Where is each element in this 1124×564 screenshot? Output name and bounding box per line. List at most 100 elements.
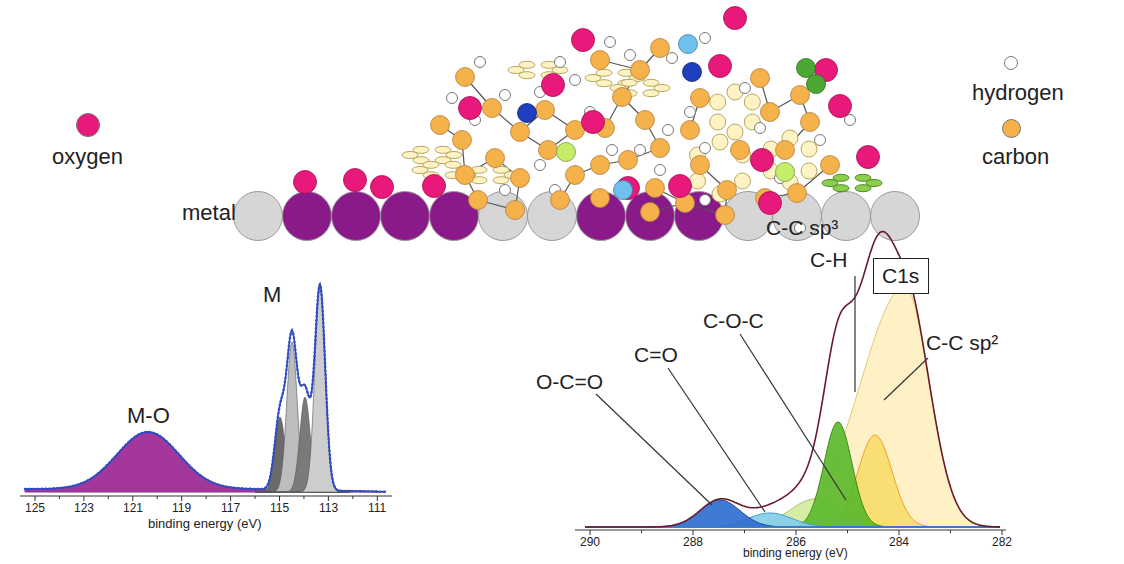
- oxygen-atom: [751, 149, 774, 172]
- hydrogen-atom: [535, 160, 546, 171]
- peak-label: C-C sp³: [766, 216, 838, 240]
- axis-title: binding energy (eV): [148, 517, 261, 532]
- atom: [614, 181, 633, 200]
- hydrogen-atom: [700, 33, 711, 44]
- peak-label: M-O: [127, 403, 170, 428]
- metal-atom: [234, 192, 283, 241]
- component-peak: [585, 435, 1000, 527]
- ring-atom: [643, 79, 659, 86]
- ring-atom: [855, 174, 871, 181]
- atom: [797, 59, 816, 78]
- component-peak: [585, 513, 1000, 527]
- hydrogen-atom: [475, 57, 486, 68]
- tick: [181, 496, 182, 501]
- carbon-atom: [681, 121, 700, 140]
- ring-atom: [727, 124, 743, 140]
- legend-text: oxygen: [52, 144, 123, 169]
- nitrogen-atom: [518, 104, 537, 123]
- c1s-spectrum: [575, 232, 1006, 535]
- ring-atom: [435, 146, 451, 153]
- tick: [352, 496, 353, 499]
- ring-atom: [833, 174, 849, 181]
- carbon-atom: [731, 141, 750, 160]
- fit-envelope: [25, 284, 385, 492]
- carbon-atom: [751, 69, 770, 88]
- carbon-atom: [641, 203, 660, 222]
- ring-atom: [413, 146, 429, 153]
- spectrum-tag: C1s: [882, 264, 920, 288]
- metal-spectrum: [20, 284, 392, 501]
- ring-atom: [710, 94, 726, 110]
- metal-atom: [283, 192, 332, 241]
- carbon-atom: [591, 156, 610, 175]
- tick: [590, 530, 591, 535]
- carbon-atom: [431, 116, 450, 135]
- ring-atom: [744, 94, 760, 110]
- metal-atom: [871, 192, 920, 241]
- tick-label: 111: [368, 502, 386, 516]
- hydrogen-atom: [700, 195, 711, 206]
- carbon-atom: [791, 86, 810, 105]
- tick: [206, 496, 207, 499]
- oxygen-atom: [344, 169, 367, 192]
- carbon-atom: [511, 123, 530, 142]
- hydrogen-atom: [700, 143, 711, 154]
- metal-atom: [381, 192, 430, 241]
- hydrogen-atom: [667, 53, 678, 64]
- peak-label: C=O: [634, 343, 678, 367]
- peak-label: C-O-C: [703, 309, 764, 333]
- carbon-atom: [486, 149, 505, 168]
- ring-atom: [735, 173, 751, 189]
- tick-label: 288: [683, 536, 703, 550]
- carbon-atom: [591, 189, 610, 208]
- peak-label: C-H: [810, 248, 847, 272]
- peak-label: M: [263, 282, 281, 307]
- hydrogen-atom: [605, 37, 616, 48]
- oxygen-atom: [459, 97, 482, 120]
- metal-peak: [255, 287, 350, 492]
- carbon-atom: [801, 113, 820, 132]
- carbon-atom: [551, 191, 570, 210]
- tick: [59, 496, 60, 499]
- surface-label: metal: [182, 200, 236, 225]
- tick: [83, 496, 84, 501]
- oxygen-atom: [669, 175, 692, 198]
- hydrogen-atom: [740, 83, 751, 94]
- tick-label: 115: [270, 502, 289, 516]
- carbon-atom: [636, 111, 655, 130]
- oxygen-atom: [294, 171, 317, 194]
- hydrogen-atom: [500, 185, 511, 196]
- carbon-atom: [761, 103, 780, 122]
- hydrogen-atom: [500, 90, 511, 101]
- carbon-atom: [631, 61, 650, 80]
- tick: [641, 530, 642, 533]
- oxygen-atom: [423, 175, 446, 198]
- tick: [693, 530, 694, 535]
- tick: [744, 530, 745, 533]
- hydrogen-atom: [663, 125, 674, 136]
- ring-atom: [643, 90, 659, 97]
- tick-label: 125: [25, 502, 45, 516]
- carbon-atom: [566, 166, 585, 185]
- component-peak: [585, 422, 1000, 527]
- carbon-atom: [511, 169, 530, 188]
- fit-envelope: [585, 232, 1000, 527]
- oxygen-atom: [572, 29, 595, 52]
- carbon-atom: [591, 51, 610, 70]
- carbon-atom: [776, 141, 795, 160]
- tick: [796, 530, 797, 535]
- hydrogen-atom: [625, 50, 636, 61]
- tick: [157, 496, 158, 499]
- carbon-atom: [483, 99, 502, 118]
- tick-label: 117: [221, 502, 240, 516]
- carbon-atom: [691, 89, 710, 108]
- carbon-atom: [539, 141, 558, 160]
- axis: [575, 530, 1006, 531]
- tick: [279, 496, 280, 501]
- oxygen-atom: [542, 74, 565, 97]
- aromatic-rings: [402, 61, 882, 202]
- carbon-atom: [506, 201, 525, 220]
- ring-atom: [423, 161, 439, 168]
- carbon-atom: [821, 156, 840, 175]
- carbon-atom: [453, 131, 472, 150]
